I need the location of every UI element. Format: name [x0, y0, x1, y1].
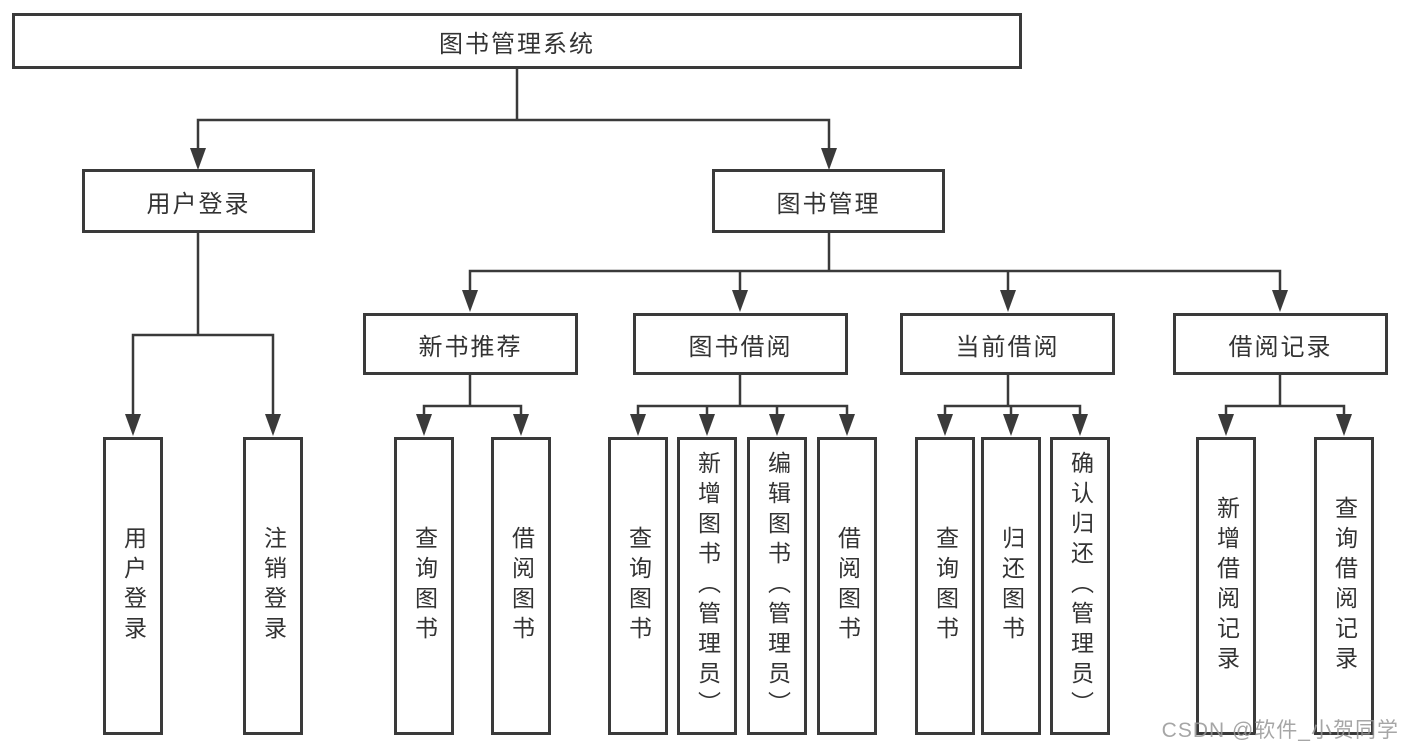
leaf-borrow-books-1: 借阅图书	[491, 437, 551, 735]
leaf-query-books-2-label: 查询图书	[625, 526, 652, 646]
arrowhead-icon	[769, 414, 785, 436]
leaf-query-books-3-label: 查询图书	[932, 526, 959, 646]
arrowhead-icon	[839, 414, 855, 436]
leaf-confirm-return-admin: 确认归还（管理员）	[1050, 437, 1110, 735]
node-borrow-records-label: 借阅记录	[1228, 333, 1333, 361]
leaf-query-books-1-label: 查询图书	[411, 526, 438, 646]
arrowhead-icon	[821, 148, 837, 170]
node-book-management: 图书管理	[712, 169, 945, 233]
connector-current-borrow-to-children	[943, 375, 1082, 414]
node-user-login-label: 用户登录	[146, 190, 251, 218]
connector-user-login-to-children	[131, 233, 275, 414]
connector-book-borrow-to-children	[636, 375, 849, 414]
leaf-add-borrow-record-label: 新增借阅记录	[1213, 496, 1240, 676]
leaf-query-books-2: 查询图书	[608, 437, 668, 735]
arrowhead-icon	[937, 414, 953, 436]
leaf-query-borrow-record: 查询借阅记录	[1314, 437, 1374, 735]
csdn-watermark: CSDN @软件_小贺同学	[1161, 719, 1399, 742]
connector-borrow-records-to-children	[1224, 375, 1346, 414]
leaf-user-login-label: 用户登录	[120, 526, 147, 646]
leaf-query-books-1: 查询图书	[394, 437, 454, 735]
leaf-borrow-books-2: 借阅图书	[817, 437, 877, 735]
leaf-return-books: 归还图书	[981, 437, 1041, 735]
node-root-system: 图书管理系统	[12, 13, 1022, 69]
leaf-user-login: 用户登录	[103, 437, 163, 735]
node-borrow-records: 借阅记录	[1173, 313, 1388, 375]
node-book-borrow-label: 图书借阅	[688, 333, 793, 361]
node-root-label: 图书管理系统	[439, 30, 595, 58]
arrowhead-icon	[1072, 414, 1088, 436]
leaf-add-borrow-record: 新增借阅记录	[1196, 437, 1256, 735]
node-user-login: 用户登录	[82, 169, 315, 233]
node-book-management-label: 图书管理	[776, 190, 881, 218]
leaf-edit-books-admin-label: 编辑图书（管理员）	[764, 451, 791, 721]
connector-new-book-to-children	[422, 375, 523, 414]
connector-root-to-level2	[196, 69, 831, 150]
node-new-book-recommend-label: 新书推荐	[418, 333, 523, 361]
node-current-borrow: 当前借阅	[900, 313, 1115, 375]
arrowhead-icon	[1336, 414, 1352, 436]
arrowhead-icon	[1003, 414, 1019, 436]
arrowhead-icon	[265, 414, 281, 436]
arrowhead-icon	[630, 414, 646, 436]
leaf-confirm-return-admin-label: 确认归还（管理员）	[1067, 451, 1094, 721]
arrowhead-icon	[699, 414, 715, 436]
node-current-borrow-label: 当前借阅	[955, 333, 1060, 361]
leaf-edit-books-admin: 编辑图书（管理员）	[747, 437, 807, 735]
arrowhead-icon	[190, 148, 206, 170]
leaf-borrow-books-2-label: 借阅图书	[834, 526, 861, 646]
leaf-query-books-3: 查询图书	[915, 437, 975, 735]
leaf-borrow-books-1-label: 借阅图书	[508, 526, 535, 646]
arrowhead-icon	[125, 414, 141, 436]
node-book-borrow: 图书借阅	[633, 313, 848, 375]
arrowhead-icon	[416, 414, 432, 436]
arrowhead-icon	[732, 290, 748, 312]
node-new-book-recommend: 新书推荐	[363, 313, 578, 375]
leaf-logout: 注销登录	[243, 437, 303, 735]
leaf-return-books-label: 归还图书	[998, 526, 1025, 646]
leaf-query-borrow-record-label: 查询借阅记录	[1331, 496, 1358, 676]
leaf-logout-label: 注销登录	[260, 526, 287, 646]
arrowhead-icon	[1218, 414, 1234, 436]
arrowhead-icon	[1000, 290, 1016, 312]
leaf-add-books-admin: 新增图书（管理员）	[677, 437, 737, 735]
arrowhead-icon	[513, 414, 529, 436]
leaf-add-books-admin-label: 新增图书（管理员）	[694, 451, 721, 721]
arrowhead-icon	[1272, 290, 1288, 312]
connector-book-management-to-level3	[468, 233, 1282, 290]
arrowhead-icon	[462, 290, 478, 312]
